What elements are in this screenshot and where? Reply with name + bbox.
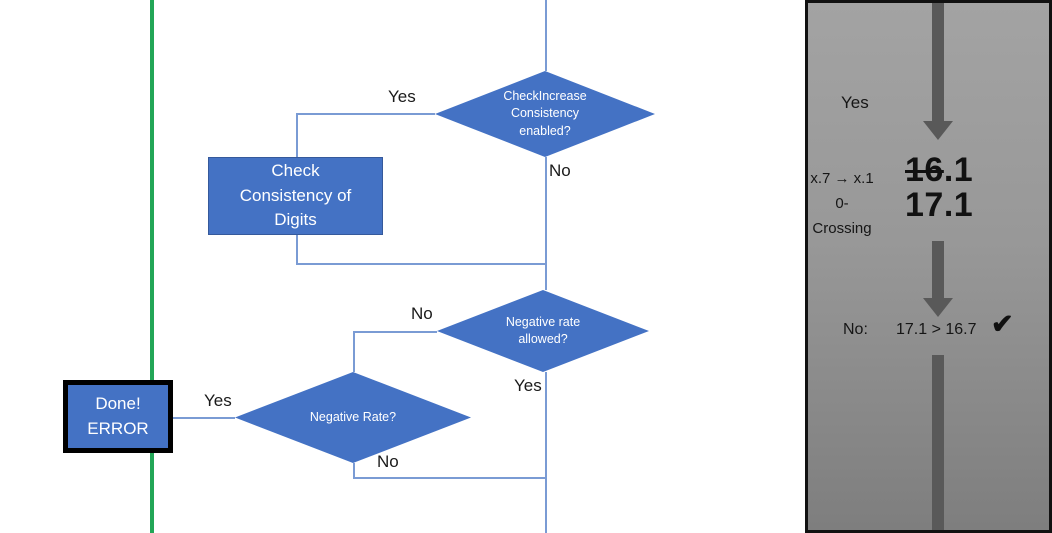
connector-mid-vertical: [545, 157, 547, 290]
decision-negative-rate-allowed: Negative rate allowed?: [437, 290, 649, 372]
connector-top-vertical: [545, 0, 547, 71]
decision-check-increase-consistency: CheckIncrease Consistency enabled?: [435, 71, 655, 157]
down-arrow-head-icon: [923, 121, 953, 140]
connector-no-horizontal: [353, 331, 437, 333]
process-check-consistency-label: Check Consistency of Digits: [239, 161, 352, 230]
edge-label-yes-check-increase: Yes: [388, 87, 416, 106]
panel-old-value: 16.1: [905, 153, 973, 188]
down-arrow2-head-icon: [923, 298, 953, 317]
down-arrow3-icon: [932, 355, 944, 530]
green-guide-line: [150, 0, 154, 533]
panel-rule-annotation: x.7 → x.1 0-Crossing: [808, 166, 876, 241]
edge-label-yes-negative-rate: Yes: [204, 391, 232, 410]
terminal-done-line2: ERROR: [87, 418, 149, 438]
connector-no-down: [353, 463, 355, 478]
panel-new-value: 17.1: [905, 186, 974, 224]
connector-no-vertical: [353, 331, 355, 372]
decision-check-increase-label: CheckIncrease Consistency enabled?: [503, 88, 587, 138]
terminal-done-error: Done! ERROR: [63, 380, 173, 453]
checkmark-icon: ✔: [991, 309, 1014, 339]
down-arrow-icon: [932, 3, 944, 121]
edge-label-no-negative-allowed: No: [411, 304, 433, 323]
connector-no-rejoin: [353, 477, 546, 479]
panel-values: 16.1 17.1: [905, 153, 973, 223]
panel-comparison: 17.1 > 16.7: [896, 321, 977, 338]
panel-rule-line2: 0-Crossing: [812, 195, 872, 237]
decision-negative-rate: Negative Rate?: [235, 372, 471, 463]
process-check-consistency-of-digits: Check Consistency of Digits: [208, 157, 383, 235]
connector-yes-vertical: [296, 113, 298, 158]
panel-result-label: No:: [843, 321, 868, 338]
connector-done-horizontal: [173, 417, 235, 419]
connector-yes-horizontal: [296, 113, 435, 115]
connector-process-rejoin: [296, 263, 546, 265]
edge-label-no-negative-rate: No: [377, 452, 399, 471]
side-panel: Yes x.7 → x.1 0-Crossing 16.1 17.1 No: 1…: [805, 0, 1052, 533]
decision-negative-rate-label: Negative Rate?: [309, 409, 397, 424]
down-arrow2-icon: [932, 241, 944, 298]
panel-old-value-tail: .1: [943, 151, 974, 189]
edge-label-no-check-increase: No: [549, 161, 571, 180]
decision-negative-rate-allowed-label: Negative rate allowed?: [505, 314, 581, 347]
edge-label-yes-negative-allowed: Yes: [514, 376, 542, 395]
terminal-done-line1: Done!: [95, 393, 141, 413]
panel-rule-line1: x.7 → x.1: [810, 170, 874, 187]
connector-bottom-vertical: [545, 372, 547, 533]
panel-branch-label: Yes: [841, 93, 869, 112]
connector-process-down: [296, 235, 298, 264]
panel-old-value-struck: 16: [905, 151, 944, 189]
